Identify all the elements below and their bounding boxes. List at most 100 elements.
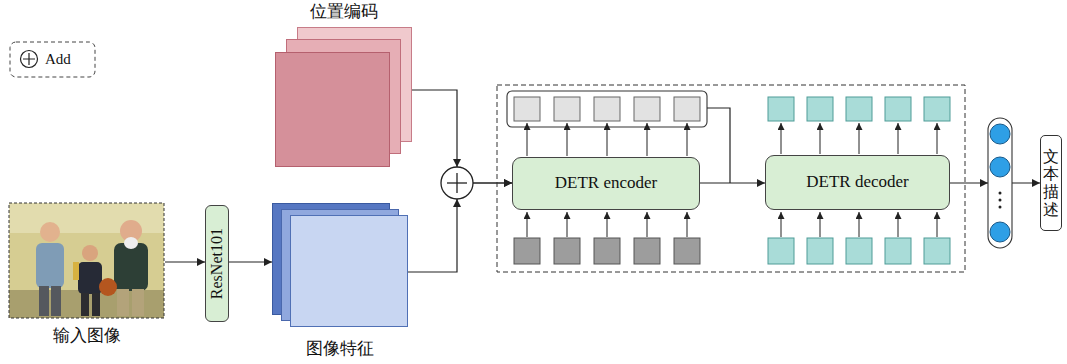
- flow-arrow: [700, 182, 765, 183]
- output-token: [846, 97, 872, 121]
- token-arrow: [527, 212, 528, 237]
- transformer-frame: [497, 85, 965, 272]
- input-token: [594, 238, 620, 264]
- token-arrow: [607, 212, 608, 237]
- ellipsis-dot: [999, 192, 1002, 195]
- trophy: [73, 262, 79, 280]
- input-token: [634, 238, 660, 264]
- node-label: DETR decoder: [806, 172, 908, 192]
- flow-arrow: [229, 261, 272, 262]
- position-encoding-stack: 位置编码: [275, 2, 412, 169]
- stack-shape: [275, 2, 412, 169]
- node-label: ResNet101: [207, 228, 226, 299]
- decoder-box: DETR decoder: [765, 155, 950, 210]
- vector-unit: [990, 157, 1010, 177]
- output-text-box: 文本描述: [1040, 135, 1062, 231]
- node-label: 文本描述: [1043, 148, 1059, 218]
- token-arrow: [647, 212, 648, 237]
- person-body: [114, 243, 148, 291]
- ellipsis-dot: [999, 199, 1002, 202]
- backbone-box: ResNet101: [205, 205, 229, 322]
- query-token: [846, 238, 872, 264]
- add-swatch: [19, 49, 39, 69]
- person-leg: [51, 286, 61, 316]
- legend-label: Add: [45, 50, 71, 68]
- person-beard: [124, 237, 138, 249]
- person-head: [82, 245, 98, 261]
- input-token: [674, 238, 700, 264]
- add-symbol: [21, 51, 38, 68]
- photo-background: [9, 203, 164, 318]
- token-arrow: [898, 212, 899, 237]
- basketball: [99, 278, 117, 296]
- photo-floor: [9, 290, 164, 318]
- feature-layer: [291, 216, 408, 327]
- feature-map-stack: 图像特征: [272, 203, 408, 361]
- person-body: [78, 262, 102, 294]
- output-token: [768, 97, 794, 121]
- arrow-head: [453, 159, 461, 167]
- output-token: [885, 97, 911, 121]
- memory-token: [514, 97, 540, 121]
- feature-layer: [276, 53, 390, 167]
- ellipsis-dot: [999, 206, 1002, 209]
- token-arrow: [647, 123, 648, 156]
- token-arrow: [781, 123, 782, 154]
- input-token: [554, 238, 580, 264]
- memory-line: [707, 108, 730, 183]
- token-arrow: [937, 123, 938, 154]
- person-leg: [132, 289, 144, 316]
- person-leg: [39, 286, 49, 316]
- query-token: [885, 238, 911, 264]
- vector-unit: [990, 124, 1010, 144]
- stack-shape: [272, 203, 408, 361]
- node-label: DETR encoder: [555, 173, 657, 193]
- photo-frame: [9, 203, 164, 318]
- query-token: [768, 238, 794, 264]
- token-arrow: [937, 212, 938, 237]
- memory-token: [674, 97, 700, 121]
- query-token: [924, 238, 950, 264]
- input-photo: [9, 203, 164, 318]
- node-label: 输入图像: [53, 326, 121, 346]
- memory-token: [554, 97, 580, 121]
- legend-item: Add: [19, 49, 71, 69]
- token-arrow: [859, 123, 860, 154]
- person-body: [36, 243, 64, 288]
- token-arrow: [820, 212, 821, 237]
- memory-token: [594, 97, 620, 121]
- person-leg: [81, 293, 89, 316]
- flow-arrow: [165, 261, 205, 262]
- node-label: 图像特征: [306, 339, 374, 359]
- token-arrow: [567, 123, 568, 156]
- memory-token: [634, 97, 660, 121]
- output-vector: [988, 118, 1012, 248]
- token-arrow: [527, 123, 528, 156]
- token-arrow: [687, 123, 688, 156]
- legend-frame: [10, 42, 95, 77]
- token-group: [507, 91, 707, 127]
- input-image: 输入图像: [8, 203, 165, 348]
- token-arrow: [859, 212, 860, 237]
- token-arrow: [781, 212, 782, 237]
- add-symbol: [441, 167, 473, 199]
- arrow-head: [980, 179, 988, 187]
- person-leg: [117, 289, 129, 316]
- query-token: [807, 238, 833, 264]
- token-arrow: [820, 123, 821, 154]
- token-arrow: [898, 123, 899, 154]
- token-arrow: [687, 212, 688, 237]
- token-arrow: [567, 212, 568, 237]
- input-token: [514, 238, 540, 264]
- person-leg: [92, 293, 100, 316]
- person-head: [40, 222, 60, 242]
- vector-unit: [990, 222, 1010, 242]
- encoder-box: DETR encoder: [512, 157, 700, 210]
- add-symbol-cross: [23, 53, 35, 65]
- node-label: 位置编码: [310, 2, 378, 22]
- arrow-head: [453, 199, 461, 207]
- output-token: [807, 97, 833, 121]
- token-arrow: [607, 123, 608, 156]
- add-symbol-bar: [456, 173, 457, 193]
- output-token: [924, 97, 950, 121]
